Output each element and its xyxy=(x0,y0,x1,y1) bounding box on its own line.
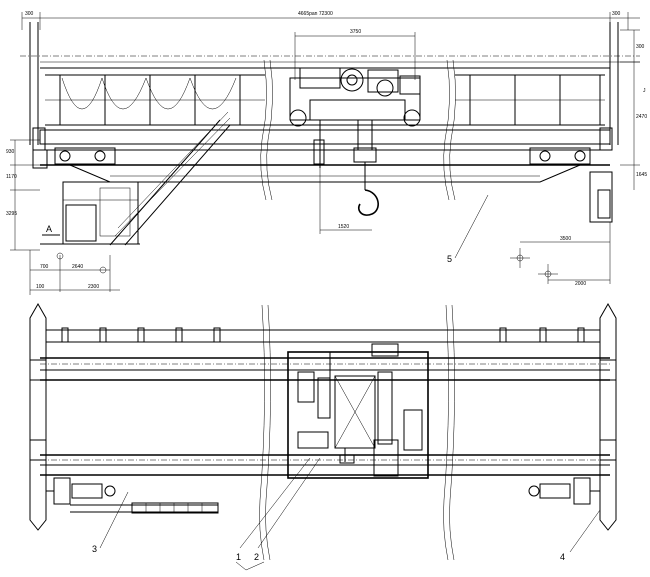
part-5-label: 5 xyxy=(447,254,452,264)
side-mark-label: J xyxy=(643,88,646,94)
cab-plan xyxy=(70,502,219,514)
cab-d-label: 2300 xyxy=(88,284,99,290)
right-approach-low-label: 2000 xyxy=(575,281,586,287)
left-c-label: 3295 xyxy=(6,211,17,217)
left-b-label: 1170 xyxy=(6,174,17,180)
top-posts xyxy=(61,327,585,343)
right-end-carriage xyxy=(529,127,613,223)
handrail xyxy=(45,74,605,126)
trolley-gauge-label: 3750 xyxy=(350,29,361,35)
right-top-label: 300 xyxy=(636,44,645,50)
top-span-dimension: 4665pan 72300 300 300 xyxy=(21,11,640,30)
trolley-plan xyxy=(287,343,429,479)
part-4-label: 4 xyxy=(560,552,565,562)
trolley: 3750 xyxy=(289,29,421,168)
plan-view: 3 1 2 4 xyxy=(29,302,617,571)
section-a-label: A xyxy=(46,224,52,234)
right-dimensions: 300 2470 1645 J 3500 2000 xyxy=(510,29,647,287)
cab-a-label: 700 xyxy=(40,264,49,270)
left-travel-drive xyxy=(46,477,116,505)
right-vertical-label: 2470 xyxy=(636,114,647,120)
right-end-label: 300 xyxy=(612,11,621,17)
right-end-truck xyxy=(599,302,617,531)
hook-offset-label: 1520 xyxy=(338,224,349,230)
left-end-carriage xyxy=(32,127,116,169)
elevation-view: 4665pan 72300 300 300 xyxy=(6,11,647,295)
main-hook: 1520 xyxy=(319,162,379,234)
cab-c-label: 100 xyxy=(36,284,45,290)
bridge-girder xyxy=(39,129,611,183)
part-2-label: 2 xyxy=(254,552,259,562)
left-dimensions: 930 1170 3295 A xyxy=(6,139,60,251)
top-span-label: 4665pan 72300 xyxy=(298,11,333,17)
cab-b-label: 2640 xyxy=(72,264,83,270)
left-end-truck xyxy=(29,302,47,531)
right-bottom-label: 1645 xyxy=(636,172,647,178)
cab-dimensions: 700 2640 100 2300 xyxy=(29,250,120,295)
right-travel-drive xyxy=(528,477,600,505)
part-3-label: 3 xyxy=(92,544,97,554)
right-approach-label: 3500 xyxy=(560,236,571,242)
part-1-label: 1 xyxy=(236,552,241,562)
operator-cab xyxy=(40,111,231,246)
left-end-label: 300 xyxy=(25,11,34,17)
left-a-label: 930 xyxy=(6,149,15,155)
